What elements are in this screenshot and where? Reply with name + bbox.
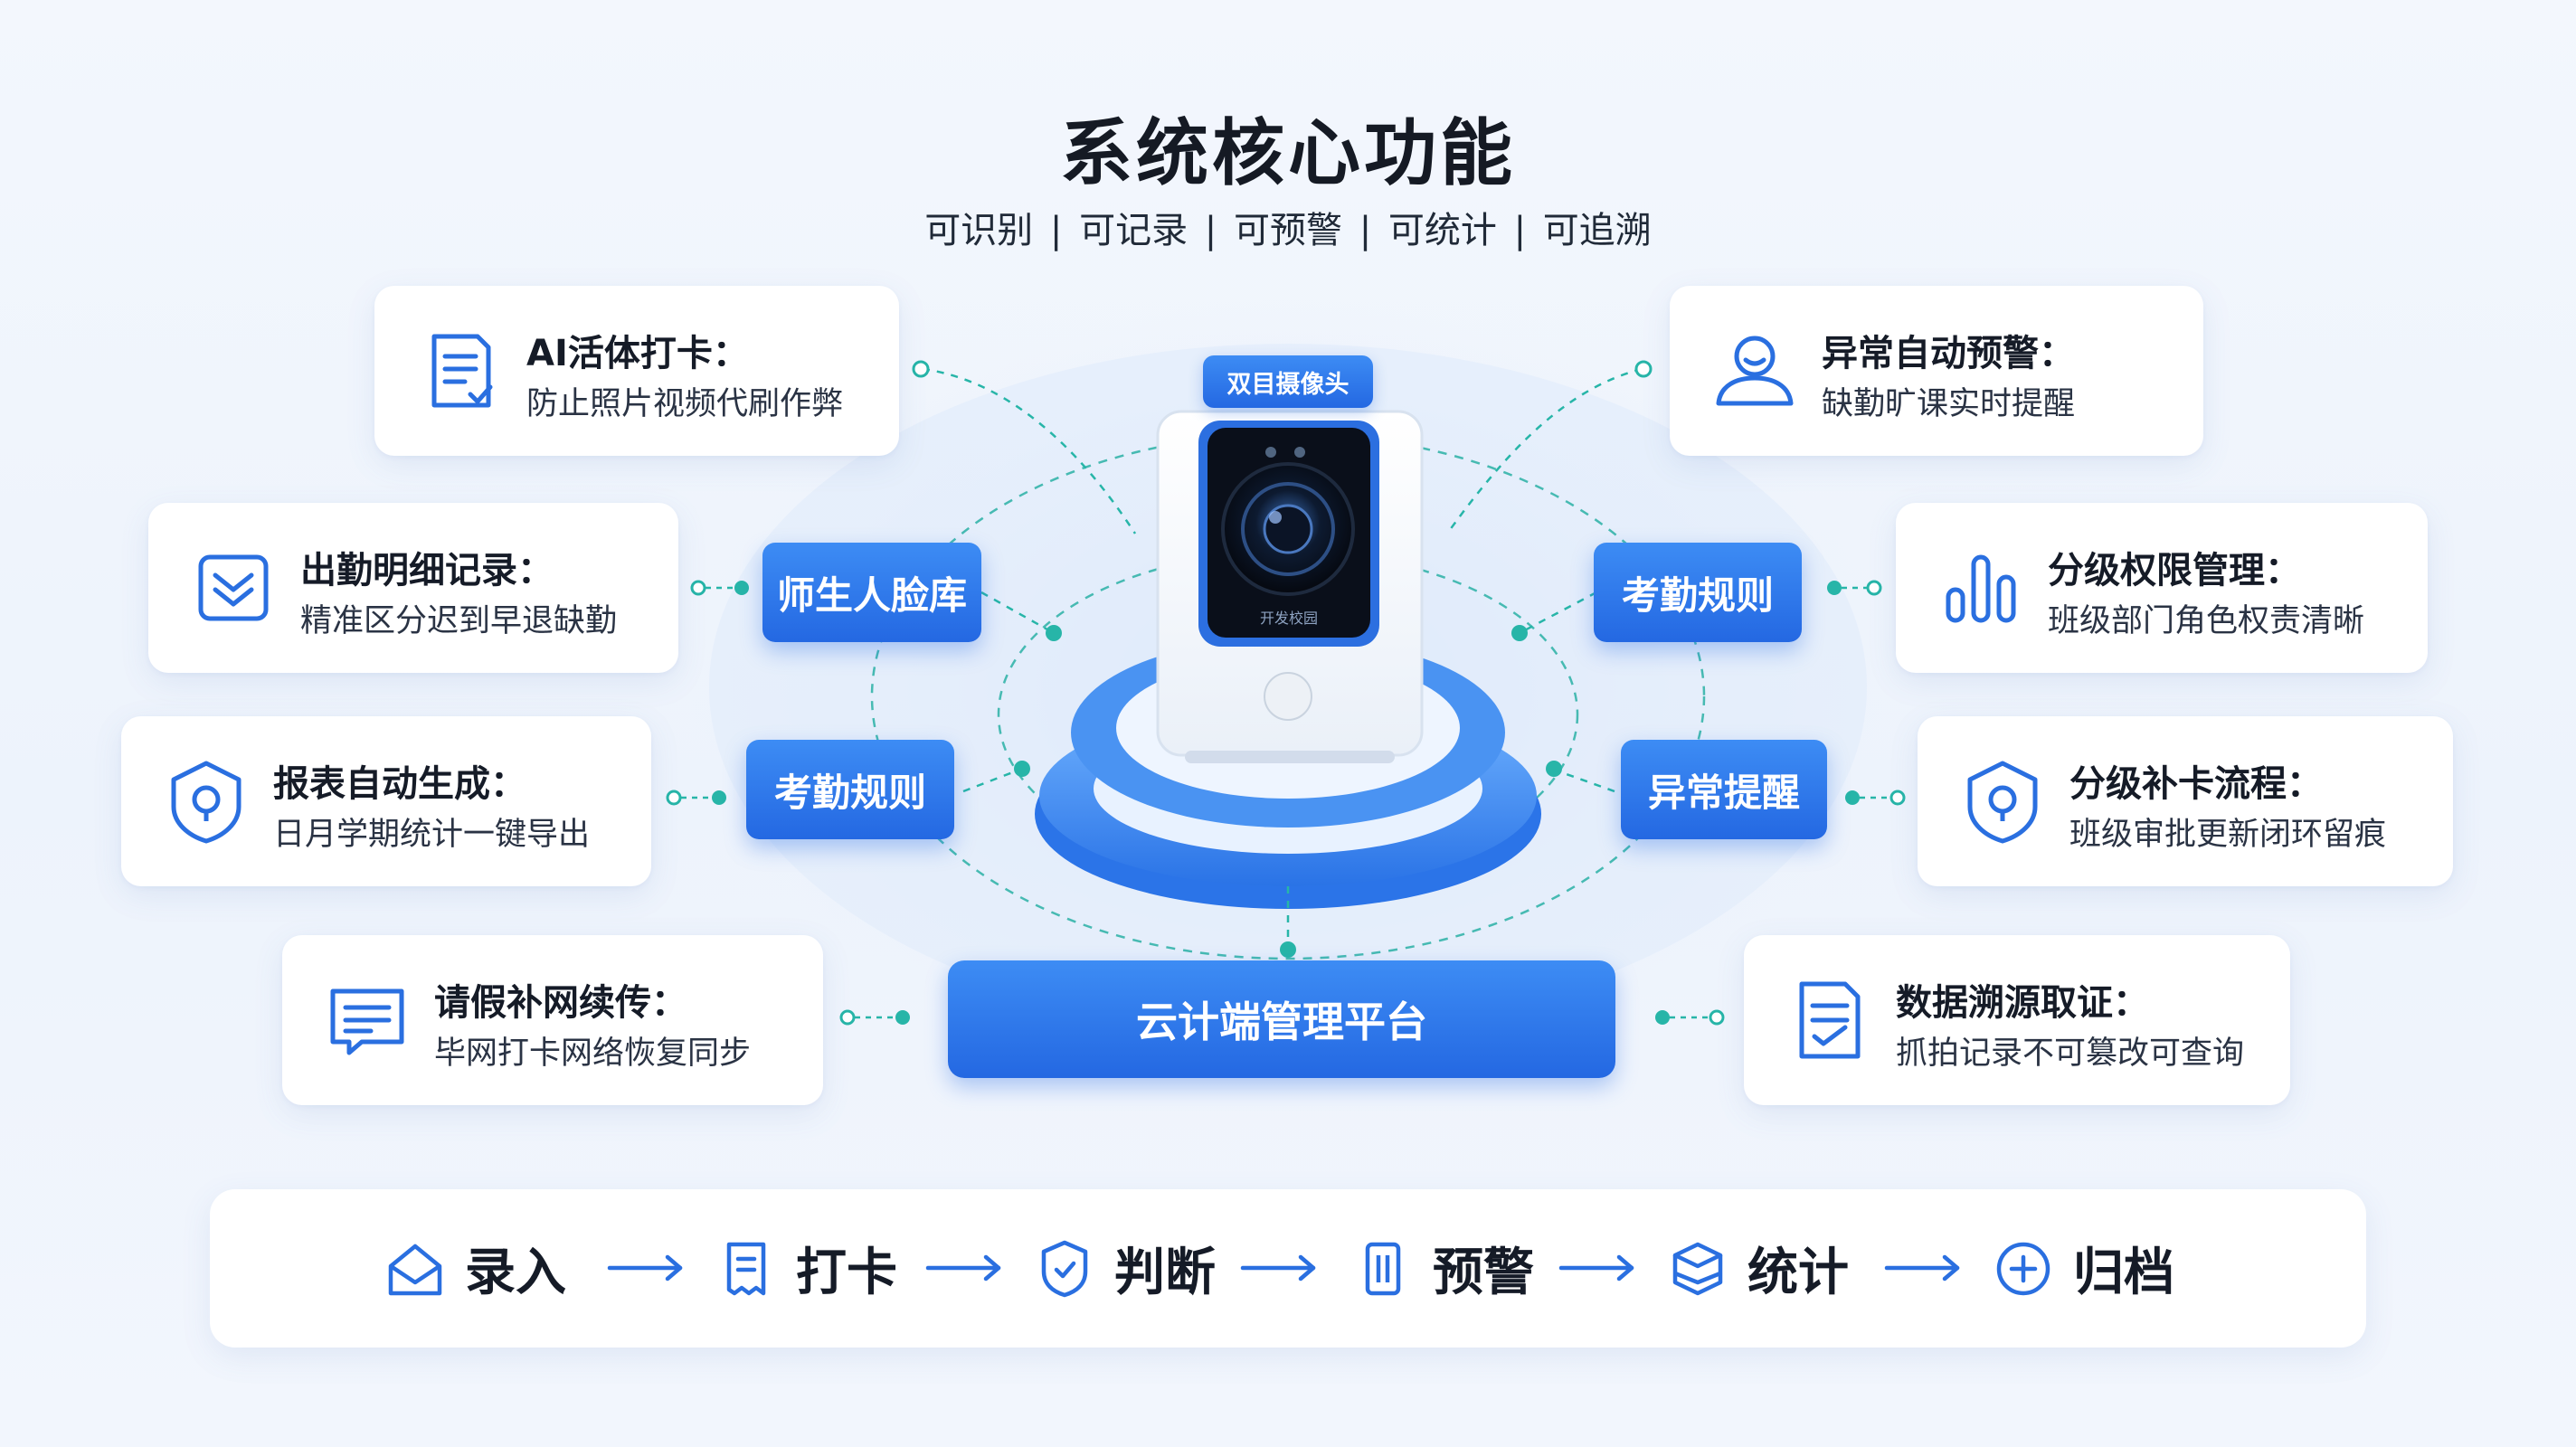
page-subtitle: 可识别 | 可记录 | 可预警 | 可统计 | 可追溯 xyxy=(924,210,1652,251)
bars-icon xyxy=(1365,1242,1401,1295)
node-dot xyxy=(1827,581,1842,595)
hub-face-database[interactable]: 师生人脸库 xyxy=(762,543,981,642)
card-title: 异常自动预警： xyxy=(1822,333,2075,374)
node-dot xyxy=(1546,761,1562,777)
node-dot xyxy=(690,580,706,596)
hub-attendance-rule-left[interactable]: 考勤规则 xyxy=(746,740,954,839)
receipt-icon xyxy=(726,1242,766,1295)
node-dot xyxy=(839,1009,856,1026)
user-icon xyxy=(1716,336,1794,406)
card-attendance-detail: 出勤明细记录： 精准区分迟到早退缺勤 xyxy=(148,503,678,673)
card-title: AI活体打卡： xyxy=(526,333,749,374)
node-dot xyxy=(1866,580,1882,596)
workflow-bar: 录入 打卡 判断 预警 统计 归档 xyxy=(210,1189,2366,1348)
card-title: 分级补卡流程： xyxy=(2069,763,2323,805)
shield-location-icon xyxy=(171,761,242,844)
document-check-icon xyxy=(431,334,493,408)
arrow-right-icon xyxy=(1240,1254,1316,1281)
arrow-right-icon xyxy=(607,1254,683,1281)
flow-step-label: 判断 xyxy=(1114,1244,1216,1302)
card-desc: 班级部门角色权责清晰 xyxy=(2048,603,2365,639)
flow-step-label: 打卡 xyxy=(796,1244,897,1302)
card-title: 分级权限管理： xyxy=(2048,550,2301,591)
node-dot xyxy=(895,1010,910,1025)
node-dot xyxy=(1046,625,1062,641)
card-anomaly-alert: 异常自动预警： 缺勤旷课实时提醒 xyxy=(1670,286,2203,456)
camera-brand-label: 开发校园 xyxy=(1259,610,1318,627)
message-list-icon xyxy=(330,988,404,1055)
checkbox-icon xyxy=(198,554,269,621)
page-title: 系统核心功能 xyxy=(1060,111,1516,195)
node-dot xyxy=(1889,790,1906,806)
hub-anomaly-reminder[interactable]: 异常提醒 xyxy=(1621,740,1827,839)
flow-step-enter[interactable]: 录入 xyxy=(384,1189,566,1348)
arrow-right-icon xyxy=(1884,1254,1960,1281)
connector-right-alert xyxy=(1550,767,1615,793)
card-title: 出勤明细记录： xyxy=(300,550,554,591)
card-desc: 精准区分迟到早退缺勤 xyxy=(300,603,618,639)
arrow-right-icon xyxy=(1558,1254,1634,1281)
flow-step-archive[interactable]: 归档 xyxy=(1992,1189,2174,1348)
card-desc: 缺勤旷课实时提醒 xyxy=(1822,386,2076,422)
card-title: 报表自动生成： xyxy=(273,763,526,805)
flow-step-label: 录入 xyxy=(465,1244,566,1302)
node-dot xyxy=(1280,941,1296,958)
plus-circle-icon xyxy=(1996,1242,2050,1295)
card-desc: 抓拍记录不可篡改可查询 xyxy=(1896,1036,2245,1072)
card-leave-resume: 请假补网续传： 毕网打卡网络恢复同步 xyxy=(282,935,823,1105)
node-dot xyxy=(1709,1009,1725,1026)
camera-device xyxy=(1156,410,1424,763)
arrow-right-icon xyxy=(925,1254,1001,1281)
camera-tag: 双目摄像头 xyxy=(1203,355,1373,408)
node-dot xyxy=(712,790,726,805)
node-dot xyxy=(1655,1010,1670,1025)
card-title: 请假补网续传： xyxy=(434,982,687,1024)
connector-anomaly-alert xyxy=(1445,367,1643,534)
node-dot xyxy=(1634,360,1653,378)
home-icon xyxy=(388,1244,442,1295)
shield-location-icon xyxy=(1967,761,2038,844)
card-desc: 班级审批更新闭环留痕 xyxy=(2069,817,2387,853)
node-dot xyxy=(734,581,749,595)
card-ai-liveness: AI活体打卡： 防止照片视频代刷作弊 xyxy=(374,286,899,456)
flow-step-label: 归档 xyxy=(2073,1244,2174,1302)
document-edit-icon xyxy=(1799,981,1861,1059)
card-title: 数据溯源取证： xyxy=(1896,982,2149,1024)
inbox-icon xyxy=(1672,1242,1723,1295)
flow-step-checkin[interactable]: 打卡 xyxy=(715,1189,897,1348)
flow-step-warn[interactable]: 预警 xyxy=(1351,1189,1534,1348)
node-dot xyxy=(1014,761,1030,777)
shield-icon xyxy=(1041,1240,1088,1297)
card-data-trace: 数据溯源取证： 抓拍记录不可篡改可查询 xyxy=(1744,935,2290,1105)
card-desc: 日月学期统计一键导出 xyxy=(273,817,591,853)
node-dot xyxy=(666,790,682,806)
hub-attendance-rule-right[interactable]: 考勤规则 xyxy=(1594,543,1802,642)
flow-step-judge[interactable]: 判断 xyxy=(1033,1189,1216,1348)
connector-ai-liveness xyxy=(922,367,1137,534)
bar-chart-icon xyxy=(1946,554,2016,623)
flow-step-statistics[interactable]: 统计 xyxy=(1666,1189,1849,1348)
connector-right-rule xyxy=(1519,591,1597,635)
card-desc: 防止照片视频代刷作弊 xyxy=(526,386,844,422)
card-tiered-permission: 分级权限管理： 班级部门角色权责清晰 xyxy=(1896,503,2428,673)
platform-button[interactable]: 云计端管理平台 xyxy=(948,960,1615,1078)
card-report-auto: 报表自动生成： 日月学期统计一键导出 xyxy=(121,716,651,886)
node-dot xyxy=(1845,790,1860,805)
flow-step-label: 统计 xyxy=(1747,1244,1849,1302)
node-dot xyxy=(912,360,930,378)
flow-step-label: 预警 xyxy=(1433,1244,1534,1302)
node-dot xyxy=(1511,625,1528,641)
card-desc: 毕网打卡网络恢复同步 xyxy=(434,1036,752,1072)
connector-left-rule xyxy=(962,767,1023,793)
card-tiered-makeup: 分级补卡流程： 班级审批更新闭环留痕 xyxy=(1918,716,2453,886)
